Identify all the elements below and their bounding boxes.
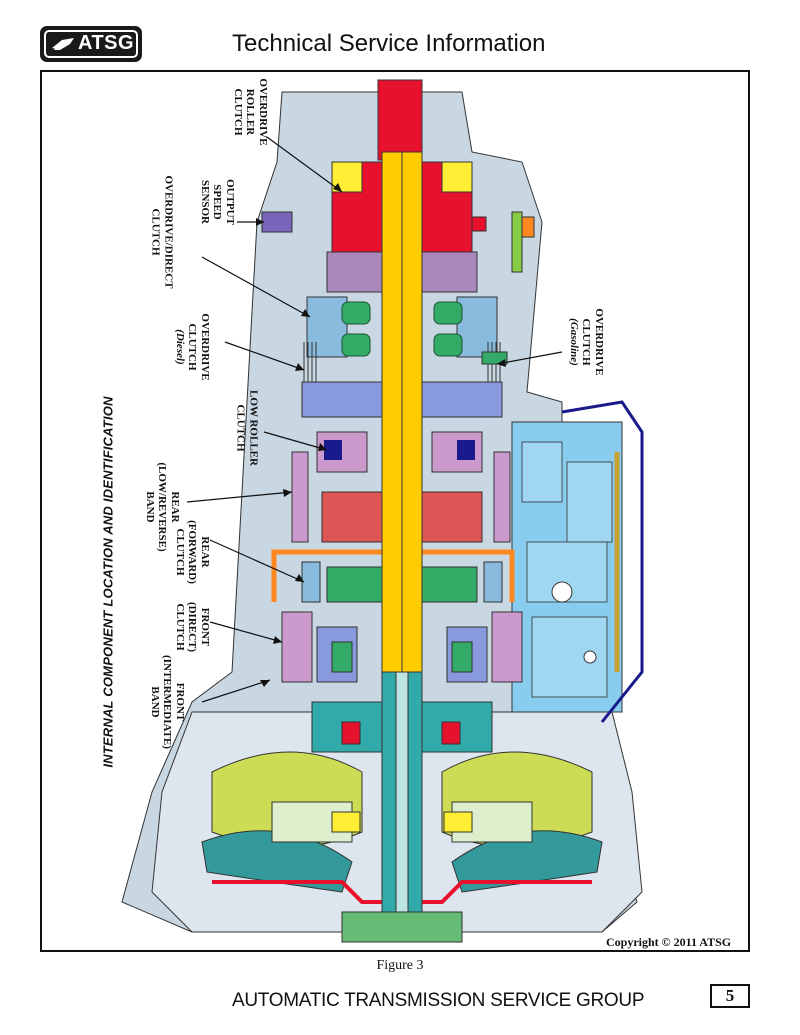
label-output-speed-sensor: OUTPUT SPEED SENSOR bbox=[198, 179, 236, 225]
label-front-direct-clutch: FRONT (DIRECT) CLUTCH bbox=[173, 601, 211, 653]
od-springs bbox=[341, 301, 463, 357]
front-planetary-left bbox=[326, 566, 383, 603]
label-overdrive-clutch-gasoline: OVERDRIVE CLUTCH (Gasoline) bbox=[567, 308, 605, 376]
transmission-icon bbox=[52, 38, 74, 50]
converter-cover bbox=[341, 911, 463, 943]
od-planetary-right bbox=[421, 251, 478, 293]
logo-text: ATSG bbox=[78, 32, 135, 54]
footer-title: AUTOMATIC TRANSMISSION SERVICE GROUP bbox=[232, 990, 645, 1011]
rear-planetary-left bbox=[321, 491, 383, 543]
transmission-cutaway-diagram bbox=[121, 79, 644, 943]
atsg-logo: ATSG bbox=[40, 26, 142, 62]
label-front-intermediate-band: FRONT (INTERMEDIATE) BAND bbox=[148, 655, 186, 749]
logo-border bbox=[44, 30, 138, 58]
label-overdrive-clutch-diesel: OVERDRIVE CLUTCH (Diesel) bbox=[173, 313, 211, 381]
arrowheads bbox=[256, 183, 506, 687]
label-overdrive-direct-clutch: OVERDRIVE/DIRECT CLUTCH bbox=[150, 175, 175, 289]
od-planetary-left bbox=[326, 251, 383, 293]
label-rear-forward-clutch: REAR (FORWARD) CLUTCH bbox=[173, 520, 211, 584]
speed-sensor bbox=[261, 211, 293, 233]
figure-caption: Figure 3 bbox=[376, 958, 424, 973]
rear-planetary-right bbox=[421, 491, 483, 543]
label-low-roller-clutch: LOW ROLLER CLUTCH bbox=[235, 390, 260, 466]
torque-converter-impeller bbox=[201, 830, 353, 893]
page-number: 5 bbox=[710, 984, 750, 1008]
figure-frame: INTERNAL COMPONENT LOCATION AND IDENTIFI… bbox=[40, 70, 750, 952]
side-title: INTERNAL COMPONENT LOCATION AND IDENTIFI… bbox=[100, 396, 116, 768]
label-overdrive-roller-clutch: OVERDRIVE ROLLER CLUTCH bbox=[231, 78, 269, 146]
filter-tube bbox=[561, 400, 644, 723]
page-title: Technical Service Information bbox=[232, 30, 546, 57]
copyright: Copyright © 2011 ATSG bbox=[606, 935, 732, 949]
front-planetary-right bbox=[421, 566, 478, 603]
output-shaft bbox=[377, 79, 423, 161]
